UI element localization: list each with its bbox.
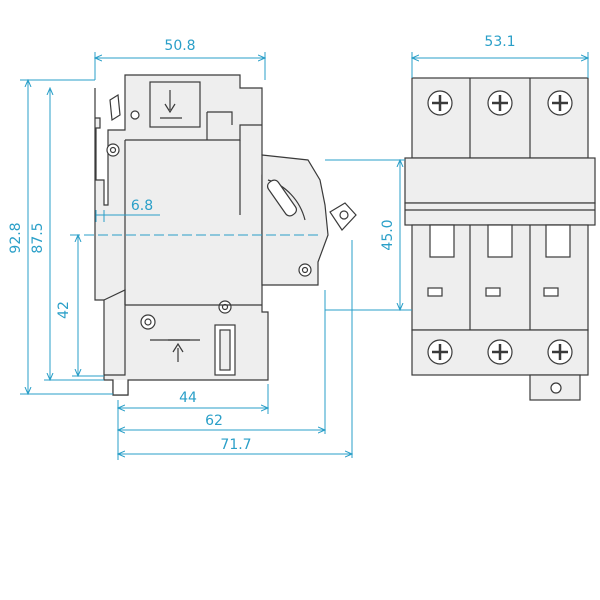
dim-label-71-7: 71.7 — [220, 437, 251, 453]
front-mid-body — [404, 157, 596, 204]
dim-label-44: 44 — [179, 390, 197, 406]
dim-label-6-8: 6.8 — [131, 198, 153, 214]
front-pole-handle-1 — [429, 224, 455, 258]
dim-label-53-1: 53.1 — [484, 34, 515, 50]
dimension-lines — [20, 52, 588, 460]
dim-label-42: 42 — [56, 301, 72, 319]
dim-label-87-5: 87.5 — [30, 222, 46, 253]
dim-label-45-0: 45.0 — [380, 219, 396, 250]
front-indicator-1 — [427, 287, 443, 297]
dimension-labels: 50.8 53.1 92.8 87.5 42 6.8 44 62 71.7 45… — [8, 34, 516, 453]
front-pole-handle-2 — [487, 224, 513, 258]
front-upper-body — [411, 77, 589, 159]
side-handle-housing — [261, 154, 329, 286]
front-handle-bar — [404, 202, 596, 226]
dim-label-62: 62 — [205, 413, 223, 429]
side-view — [94, 74, 357, 396]
front-pole-handle-3 — [545, 224, 571, 258]
front-indicator-3 — [543, 287, 559, 297]
dim-label-92-8: 92.8 — [8, 222, 24, 253]
front-indicator-2 — [485, 287, 501, 297]
front-view — [404, 77, 596, 401]
side-lever-slot — [266, 179, 298, 217]
dim-label-50-8: 50.8 — [164, 38, 195, 54]
